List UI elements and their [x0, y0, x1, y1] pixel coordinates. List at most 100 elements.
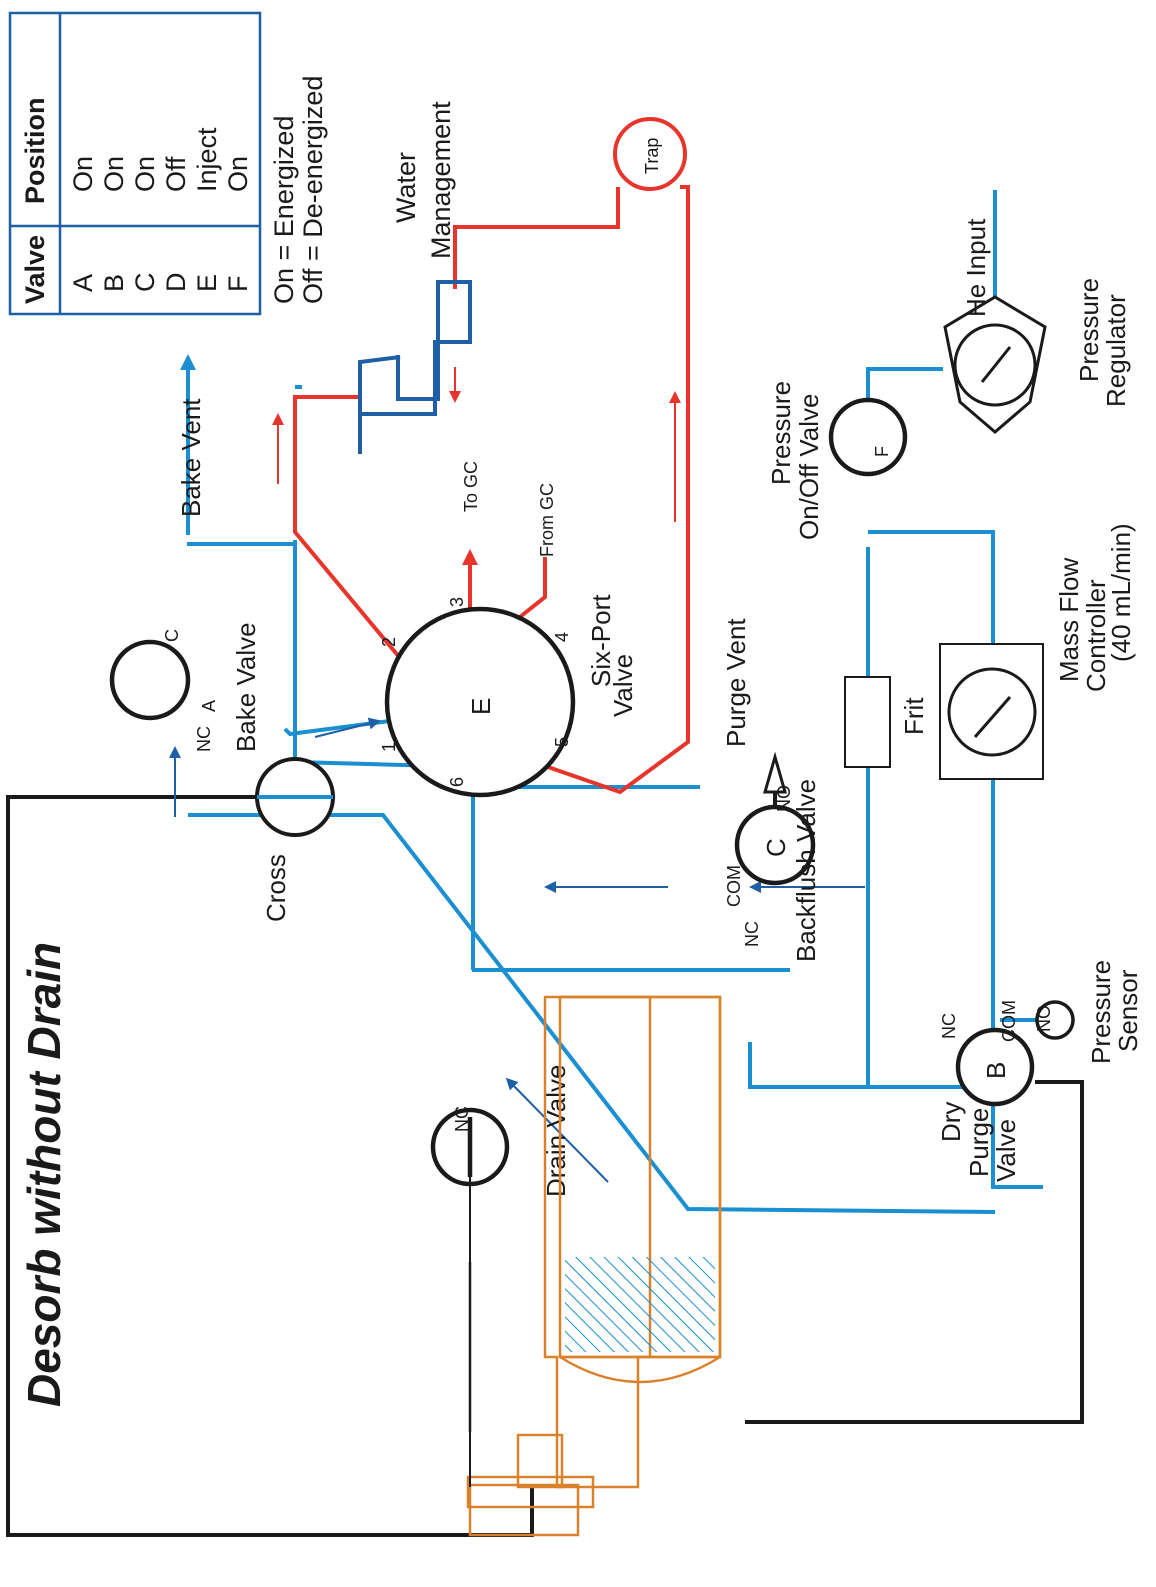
six-port-5: 5: [552, 737, 572, 747]
bake-valve-letter: A: [199, 700, 219, 712]
table-cell-valve: B: [99, 274, 129, 292]
sparge-vessel: [466, 995, 722, 1537]
table-cell-position: Inject: [192, 127, 222, 192]
frit-body: [844, 676, 891, 768]
mass-flow-controller[interactable]: Mass Flow Controller (40 mL/min): [939, 523, 1136, 780]
check-valve-icon: [763, 751, 787, 794]
cross-label: Cross: [261, 854, 291, 922]
port1-flow-arrow: [314, 717, 381, 738]
mfc-line: [868, 530, 1043, 1189]
drain-valve[interactable]: NC Drain Valve: [430, 1065, 571, 1197]
legend-note-on: On = Energized: [269, 116, 299, 304]
pressure-onoff-letter: F: [872, 446, 892, 457]
pressure-sensor: Pressure Sensor: [1035, 960, 1143, 1064]
six-port-valve-body[interactable]: [384, 606, 576, 798]
table-row: A On: [68, 156, 98, 292]
valve-position-table: Valve Position A On B On C On D Off E In…: [8, 11, 328, 316]
table-cell-valve: C: [130, 273, 160, 293]
flow-arrows: [169, 367, 865, 1183]
regulator-needle: [980, 346, 1012, 383]
from-gc-label: From GC: [537, 483, 557, 557]
bake-valve-label: Bake Valve: [231, 622, 261, 752]
legend-note-off: Off = De-energized: [298, 76, 328, 304]
dry-purge-no-line: [745, 1080, 1084, 1424]
bake-valve-port-c: C: [162, 629, 182, 642]
six-port-3: 3: [447, 597, 467, 607]
trap: Trap: [613, 117, 687, 191]
dry-purge-port-no: NO: [1034, 1005, 1054, 1032]
table-cell-valve: E: [192, 274, 222, 292]
pressure-sensor-icon: [1035, 1000, 1075, 1040]
table-row: B On: [99, 156, 129, 292]
table-cell-position: On: [68, 156, 98, 192]
dry-purge-to-cross-line: [188, 813, 996, 1214]
pressure-onoff-label-1: Pressure: [766, 381, 796, 485]
six-port-4: 4: [552, 632, 572, 642]
water-management-label-2: Management: [426, 101, 456, 259]
table-cell-valve: F: [223, 276, 253, 293]
pressure-onoff-valve-body[interactable]: [828, 397, 908, 477]
dry-purge-valve[interactable]: B NC COM NO Dry Purge Valve: [936, 1000, 1054, 1182]
table-cell-valve: D: [161, 273, 191, 293]
dry-purge-label-2: Purge: [964, 1108, 994, 1177]
backflush-valve-label: Backflush Valve: [791, 779, 821, 962]
bake-valve[interactable]: A C NC Bake Valve: [109, 622, 261, 752]
diagram-title: Desorb without Drain: [18, 942, 70, 1407]
backflush-valve-letter: C: [761, 838, 791, 857]
table-cell-position: Off: [161, 156, 191, 192]
sparger-cap: [516, 1433, 564, 1489]
water-management-label-1: Water: [391, 152, 421, 223]
trap-label: Trap: [642, 138, 662, 174]
dry-purge-label-3: Valve: [991, 1119, 1021, 1182]
water-management-t: Water Management: [358, 101, 472, 454]
pressure-regulator-label-2: Regulator: [1101, 294, 1131, 407]
mfc-label-2: Controller: [1081, 579, 1111, 692]
port2-to-wm-line: [293, 395, 422, 684]
table-row: D Off: [161, 156, 191, 292]
mfc-gauge-icon: [947, 667, 1037, 757]
dry-purge-label-1: Dry: [936, 1102, 966, 1142]
cross: Cross: [255, 757, 335, 922]
bake-valve-body[interactable]: [109, 639, 191, 721]
dry-purge-port-com: COM: [999, 1000, 1019, 1042]
bake-valve-port-nc: NC: [194, 726, 214, 752]
mfc-label-1: Mass Flow: [1054, 558, 1084, 682]
frit-label: Frit: [899, 697, 929, 735]
table-row: C On: [130, 156, 160, 292]
backflush-port-nc: NC: [742, 921, 762, 947]
trap-circle: [613, 117, 687, 191]
six-port-1: 1: [379, 742, 399, 752]
water-management-block: [358, 280, 472, 454]
cross-drain-line: [6, 795, 534, 1537]
dry-purge-valve-body[interactable]: [955, 1027, 1035, 1107]
drain-valve-port-nc: NC: [452, 1106, 472, 1132]
pressure-regulator[interactable]: Pressure Regulator He Input: [943, 218, 1131, 434]
sparger-fitting-top: [468, 1483, 580, 1537]
pressure-onoff-valve[interactable]: F Pressure On/Off Valve: [766, 381, 908, 540]
table-header-valve: Valve: [20, 235, 50, 304]
table-cell-position: On: [99, 156, 129, 192]
table-row: F On: [223, 156, 253, 292]
frit: Frit: [844, 676, 929, 768]
pressure-regulator-label-1: Pressure: [1074, 278, 1104, 382]
purge-vent-label: Purge Vent: [721, 618, 751, 747]
mfc-needle: [973, 696, 1012, 738]
table-header-position: Position: [20, 98, 50, 205]
backflush-valve[interactable]: C NO COM NC Backflush Valve Purge Vent: [721, 618, 821, 962]
six-port-6: 6: [447, 777, 467, 787]
table-cell-position: On: [223, 156, 253, 192]
table-cell-position: On: [130, 156, 160, 192]
six-port-label-1: Six-Port: [586, 594, 616, 687]
pressure-sensor-label-1: Pressure: [1086, 960, 1116, 1064]
sparger-vessel-outline: [558, 995, 722, 1359]
six-port-valve[interactable]: E 1 2 3 4 5 6 Six-Port Valve: [379, 594, 638, 798]
table-row: E Inject: [192, 127, 222, 292]
mfc-label-3: (40 mL/min): [1106, 523, 1136, 662]
wm-to-trap-line: [453, 187, 620, 289]
sparger-bottom: [559, 1355, 721, 1384]
bake-vent-label: Bake Vent: [176, 398, 206, 517]
backflush-port-com: COM: [724, 865, 744, 907]
six-port-label-2: Valve: [608, 654, 638, 717]
